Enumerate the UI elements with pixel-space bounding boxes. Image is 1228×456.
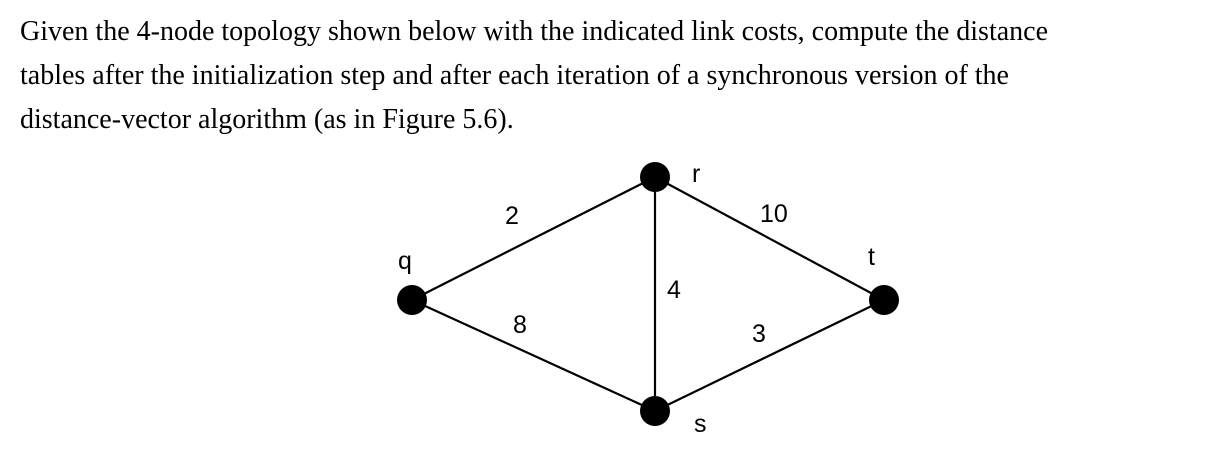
edge-cost-s-t: 3 — [752, 320, 766, 348]
node-label-t: t — [868, 243, 875, 271]
edge-cost-q-r: 2 — [505, 202, 519, 230]
edge-cost-r-t: 10 — [760, 200, 788, 228]
edge-q-s — [411, 298, 656, 413]
edge-cost-q-s: 8 — [513, 311, 527, 339]
node-r — [640, 162, 670, 192]
edge-s-t — [654, 299, 885, 412]
edge-q-r — [411, 176, 656, 301]
node-q — [397, 285, 427, 315]
node-label-s: s — [694, 410, 707, 438]
question-line-3: distance-vector algorithm (as in Figure … — [20, 104, 514, 135]
edge-cost-r-s: 4 — [667, 276, 681, 304]
question-line-2: tables after the initialization step and… — [20, 60, 1009, 91]
node-label-q: q — [398, 247, 412, 275]
question-text: Given the 4-node topology shown below wi… — [20, 10, 1220, 142]
node-label-r: r — [692, 160, 700, 188]
node-s — [640, 396, 670, 426]
node-t — [869, 285, 899, 315]
question-line-1: Given the 4-node topology shown below wi… — [20, 16, 1049, 47]
edge-r-t — [654, 176, 885, 301]
